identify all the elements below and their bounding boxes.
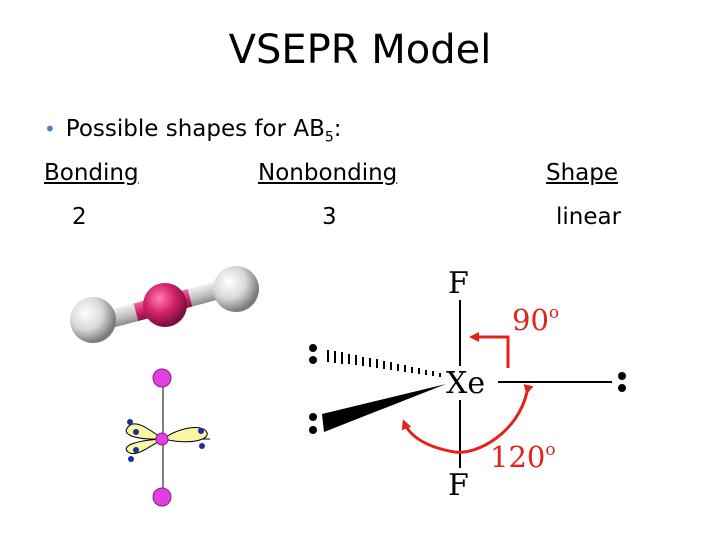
atom-xe: Xe — [446, 366, 485, 401]
center-atom-dot — [155, 432, 169, 446]
ball-stick-model — [70, 266, 259, 343]
angle-90-label: 90o — [512, 303, 559, 337]
bullet-suffix: : — [333, 116, 342, 142]
atom-f-top: F — [448, 266, 469, 301]
atom-f-bottom: F — [448, 468, 469, 503]
angle-120-arrow — [401, 384, 534, 454]
value-bonding: 2 — [72, 204, 87, 230]
solid-wedge — [322, 384, 446, 432]
hashed-wedge — [327, 350, 441, 377]
value-nonbonding: 3 — [322, 204, 337, 230]
bullet-dot-icon: • — [44, 117, 56, 141]
value-shape: linear — [556, 204, 622, 230]
bottom-atom-dot — [152, 487, 172, 507]
lone-pair-lobe-upper — [125, 423, 165, 440]
header-shape: Shape — [546, 160, 619, 186]
header-bonding: Bonding — [44, 160, 139, 186]
lone-pair-lobe-right — [161, 427, 208, 443]
left-terminal-atom — [70, 297, 116, 343]
right-terminal-atom — [213, 266, 259, 312]
bullet-possible-shapes: • Possible shapes for AB5: — [44, 118, 342, 145]
header-nonbonding: Nonbonding — [258, 160, 398, 186]
lone-pair-dots — [309, 344, 626, 434]
top-atom-dot — [152, 368, 172, 388]
xef2-structure: F Xe F 90o 120o — [309, 266, 626, 503]
page-title: VSEPR Model — [228, 27, 492, 73]
bullet-text: Possible shapes for AB — [65, 116, 325, 142]
orbital-model — [125, 368, 210, 507]
bullet-subscript: 5 — [324, 129, 334, 146]
central-atom-ball — [143, 283, 187, 327]
angle-90-arrow — [469, 332, 510, 368]
angle-120-label: 120o — [490, 440, 556, 474]
